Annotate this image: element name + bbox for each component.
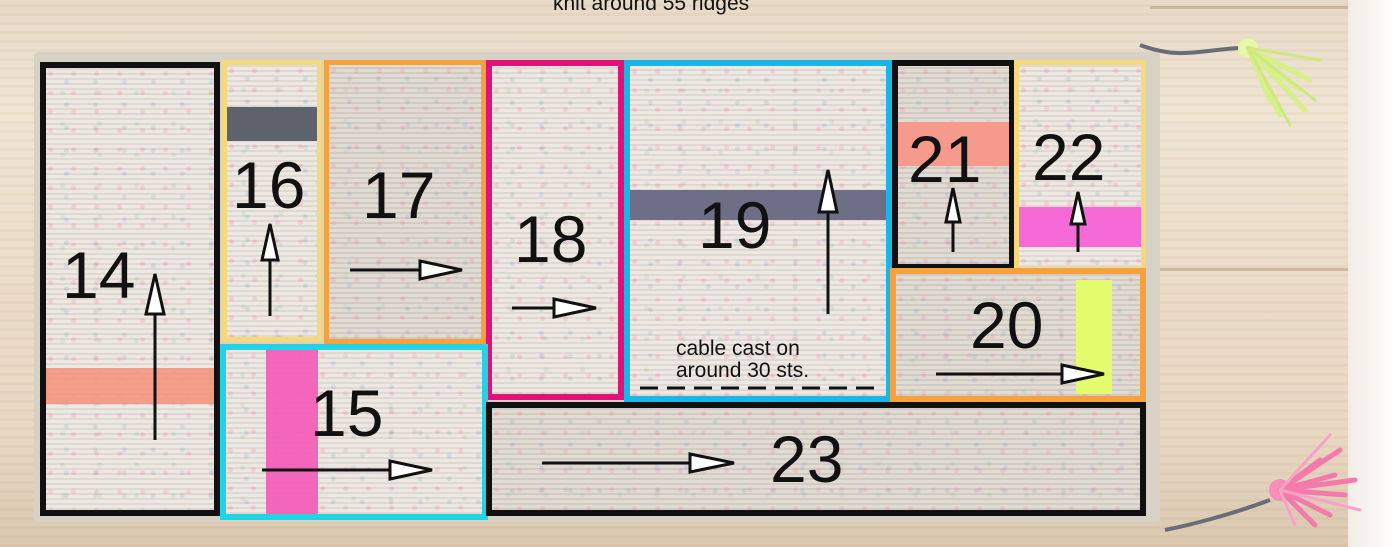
arrow-right-icon: [936, 365, 1104, 383]
arrow-up-icon: [946, 188, 960, 252]
arrow-up-icon: [146, 274, 164, 440]
arrow-right-icon: [512, 299, 596, 317]
arrow-up-icon: [819, 170, 837, 314]
arrow-right-icon: [350, 261, 462, 279]
arrow-up-icon: [1071, 192, 1085, 252]
arrow-right-icon: [542, 454, 734, 472]
arrow-right-icon: [262, 461, 432, 479]
arrow-up-icon: [262, 224, 278, 316]
